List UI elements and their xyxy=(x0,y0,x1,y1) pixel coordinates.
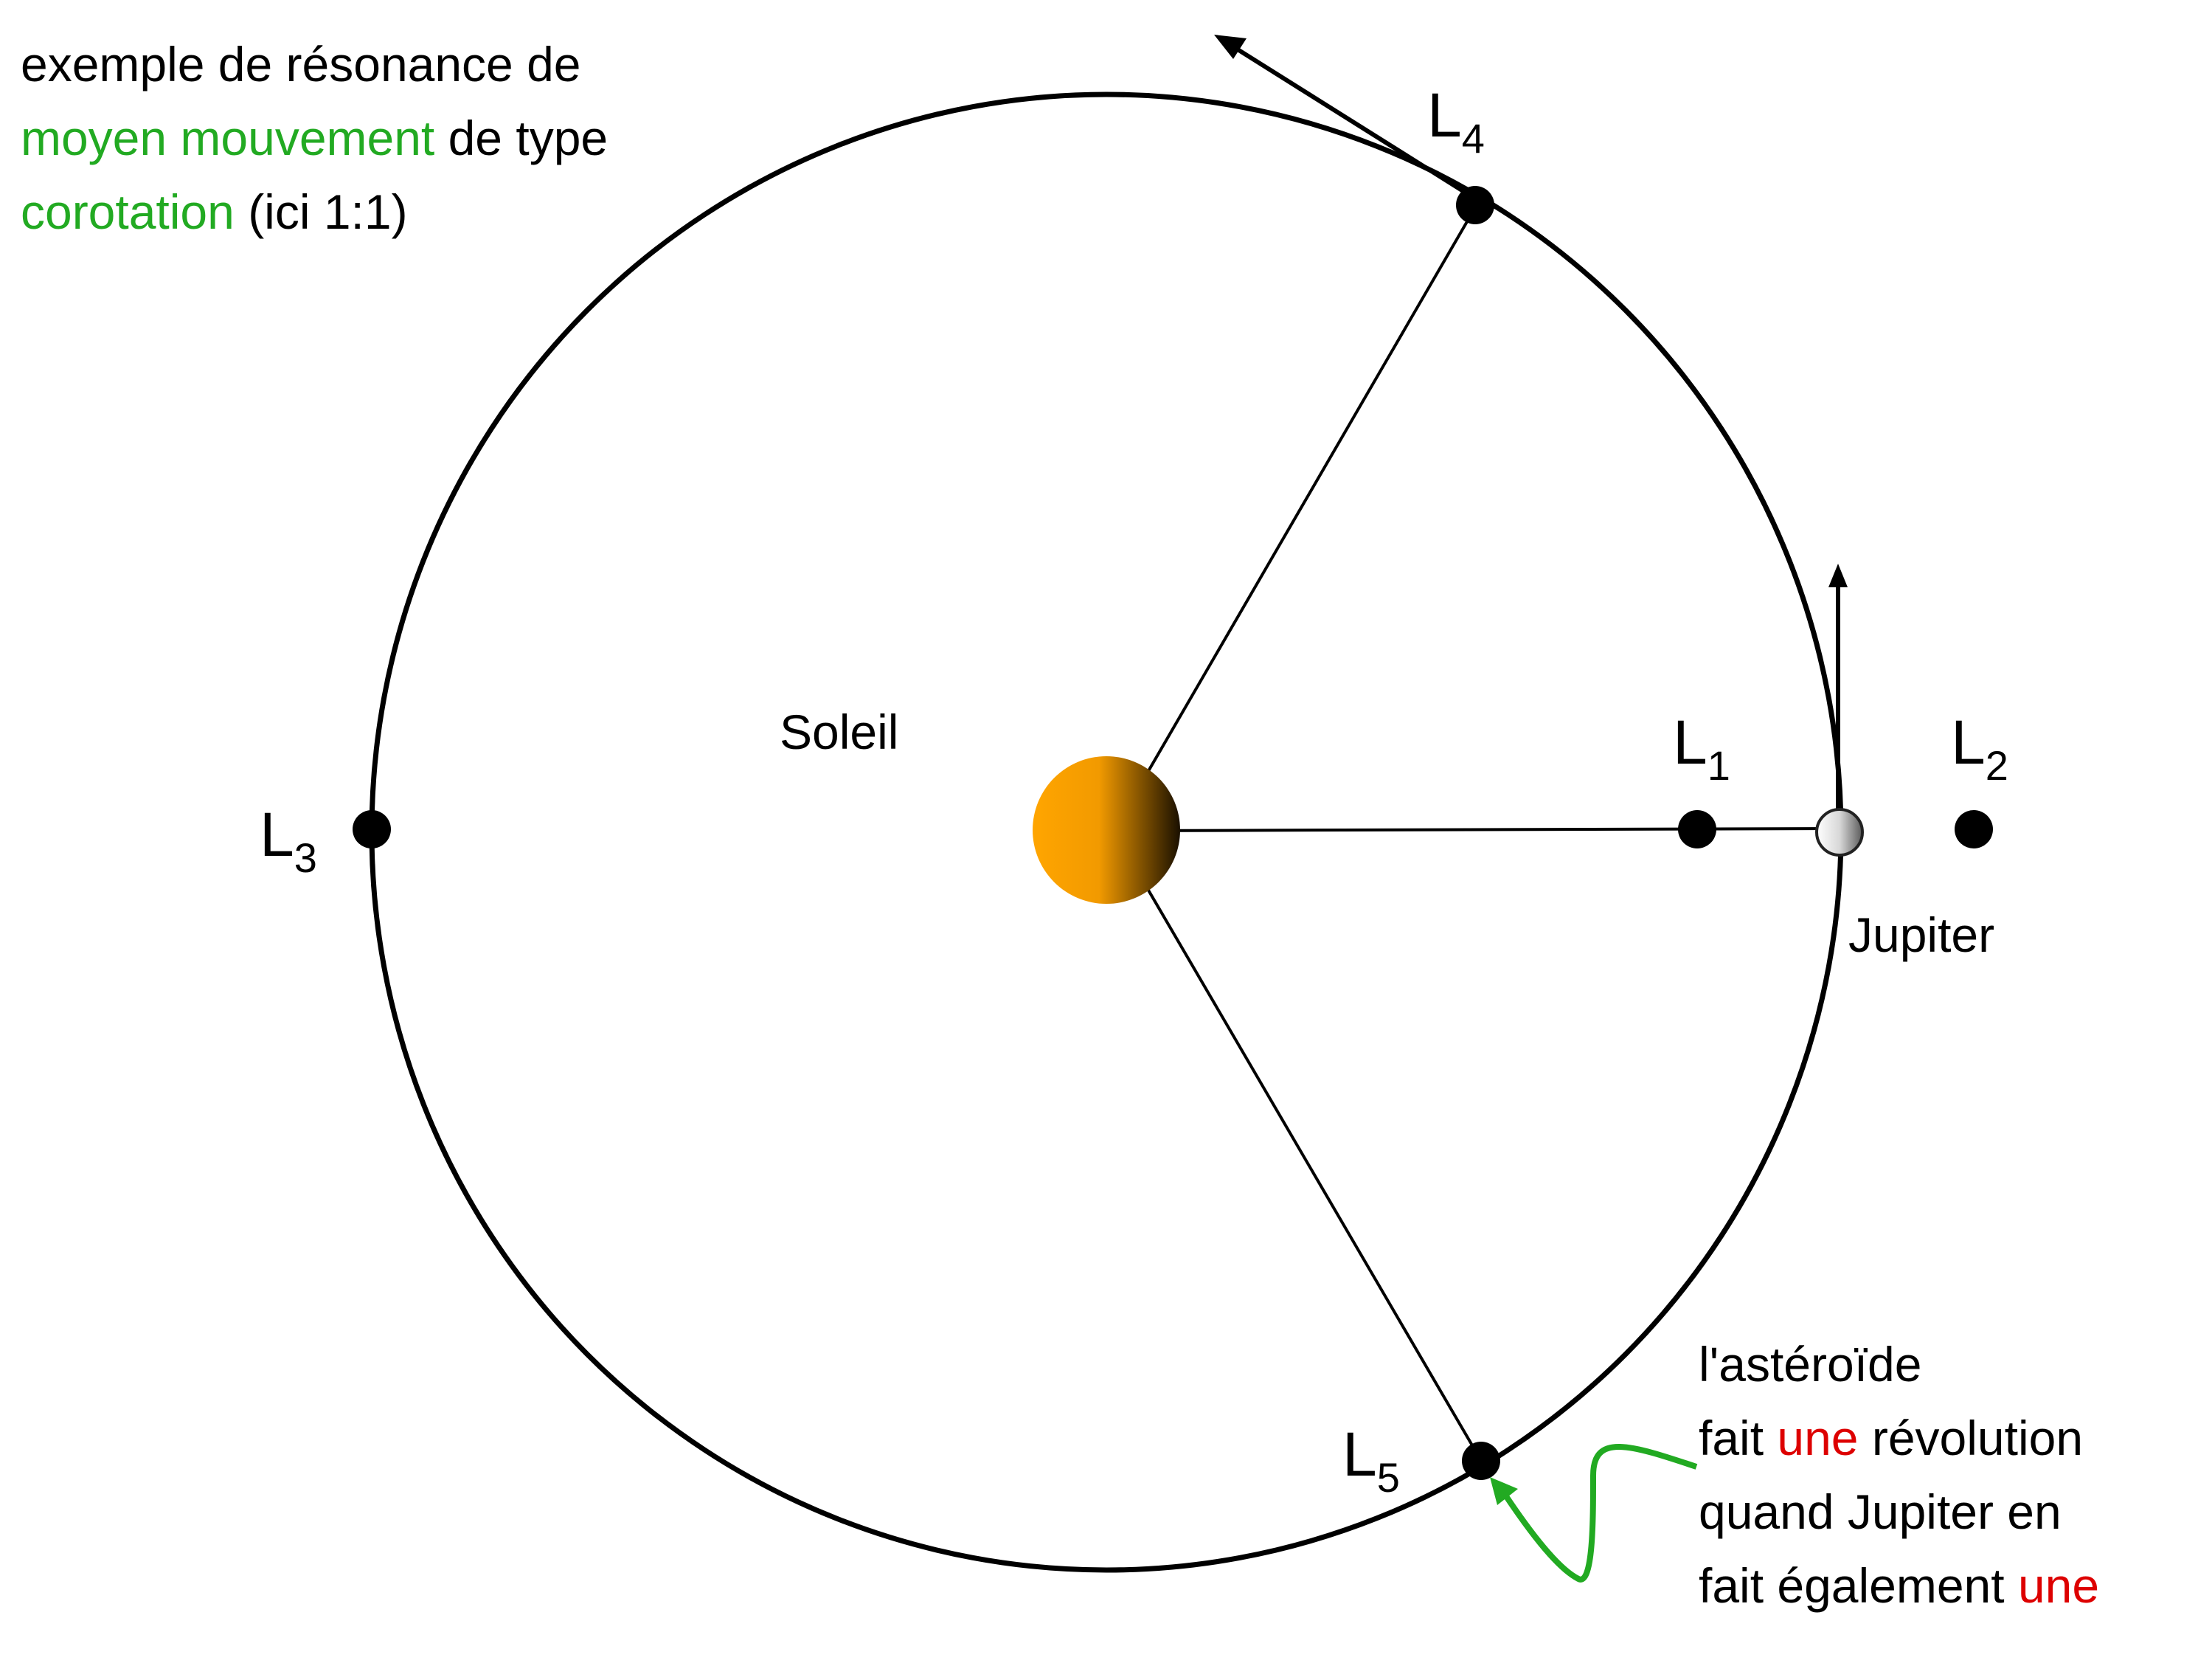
note-line-4-a: fait également xyxy=(1699,1558,2018,1613)
title-line-3: corotation (ici 1:1) xyxy=(21,184,408,239)
note-line-4-red: une xyxy=(2018,1558,2099,1613)
note-line-4: fait également une xyxy=(1699,1558,2099,1613)
note-line-1: l'astéroïde xyxy=(1699,1337,1921,1391)
jupiter-label: Jupiter xyxy=(1848,907,1994,962)
l1-point xyxy=(1678,810,1716,848)
l3-label: L3 xyxy=(260,800,317,881)
note-line-2-red: une xyxy=(1777,1411,1858,1465)
l2-point xyxy=(1955,810,1993,848)
sun-l4-line xyxy=(1112,204,1478,832)
l4-velocity-arrow xyxy=(1230,44,1475,200)
note-line-2-a: fait xyxy=(1699,1411,1777,1465)
l3-point xyxy=(353,810,391,848)
sun-jupiter-line xyxy=(1113,827,1839,832)
l2-label: L2 xyxy=(1951,708,2008,789)
l4-label: L4 xyxy=(1427,80,1485,162)
title-line-2-rest: de type xyxy=(434,111,608,165)
title-line-3-rest: (ici 1:1) xyxy=(235,184,408,239)
sun xyxy=(1033,756,1180,904)
title-line-2: moyen mouvement de type xyxy=(21,111,608,165)
jupiter-arrowhead xyxy=(1828,564,1848,587)
l1-label: L1 xyxy=(1673,708,1730,789)
green-wavy-arrow xyxy=(1502,1444,1698,1583)
note-line-2: fait une révolution xyxy=(1699,1411,2083,1465)
l4-arrowhead xyxy=(1214,35,1247,59)
title-line-1: exemple de résonance de xyxy=(21,37,581,91)
jupiter xyxy=(1815,808,1864,857)
l4-point xyxy=(1456,186,1494,224)
sun-label: Soleil xyxy=(780,705,898,759)
sun-l5-line xyxy=(1112,829,1484,1465)
note-line-3: quand Jupiter en xyxy=(1699,1484,2062,1539)
title-line-3-green: corotation xyxy=(21,184,235,239)
green-arrowhead xyxy=(1490,1477,1518,1505)
note-line-2-b: révolution xyxy=(1859,1411,2084,1465)
l5-label: L5 xyxy=(1342,1420,1400,1501)
l5-point xyxy=(1462,1442,1500,1480)
title-line-2-green: moyen mouvement xyxy=(21,111,434,165)
